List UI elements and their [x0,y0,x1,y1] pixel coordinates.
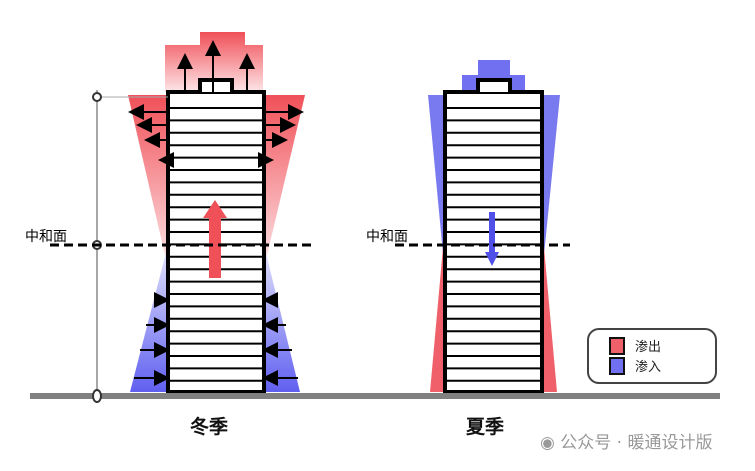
winter-building-group [128,32,305,394]
summer-label: 夏季 [466,416,505,438]
winter-label: 冬季 [190,416,229,438]
summer-building-group [428,60,560,394]
axis-marker-top [92,92,102,102]
summer-left-infiltration [428,95,445,275]
neutral-plane-label-right: 中和面 [366,229,408,245]
summer-right-infiltration [542,95,560,275]
axis-marker-ground [92,389,102,403]
summer-left-exfiltration [430,225,445,392]
winter-left-exfiltration [128,95,168,268]
neutral-plane-label-left: 中和面 [25,229,67,245]
watermark: ◉ 公众号 · 暖通设计版 [540,433,713,453]
legend-item-exfiltration: 渗出 [609,336,661,355]
legend-swatch-red [609,336,625,355]
legend-swatch-blue [609,356,625,375]
summer-penthouse [476,78,512,92]
legend-item-infiltration: 渗入 [609,356,661,375]
winter-flow-arrows [128,40,304,386]
winter-right-exfiltration [264,95,305,268]
summer-downdraft-arrow [485,212,499,266]
legend: 渗出 渗入 [587,328,717,384]
summer-right-exfiltration [542,225,557,392]
winter-updraft-arrow [203,200,227,278]
legend-label: 渗入 [635,360,662,375]
winter-penthouse [198,78,234,92]
legend-label: 渗出 [635,340,662,355]
winter-right-infiltration [264,245,300,392]
winter-left-infiltration [130,245,168,392]
